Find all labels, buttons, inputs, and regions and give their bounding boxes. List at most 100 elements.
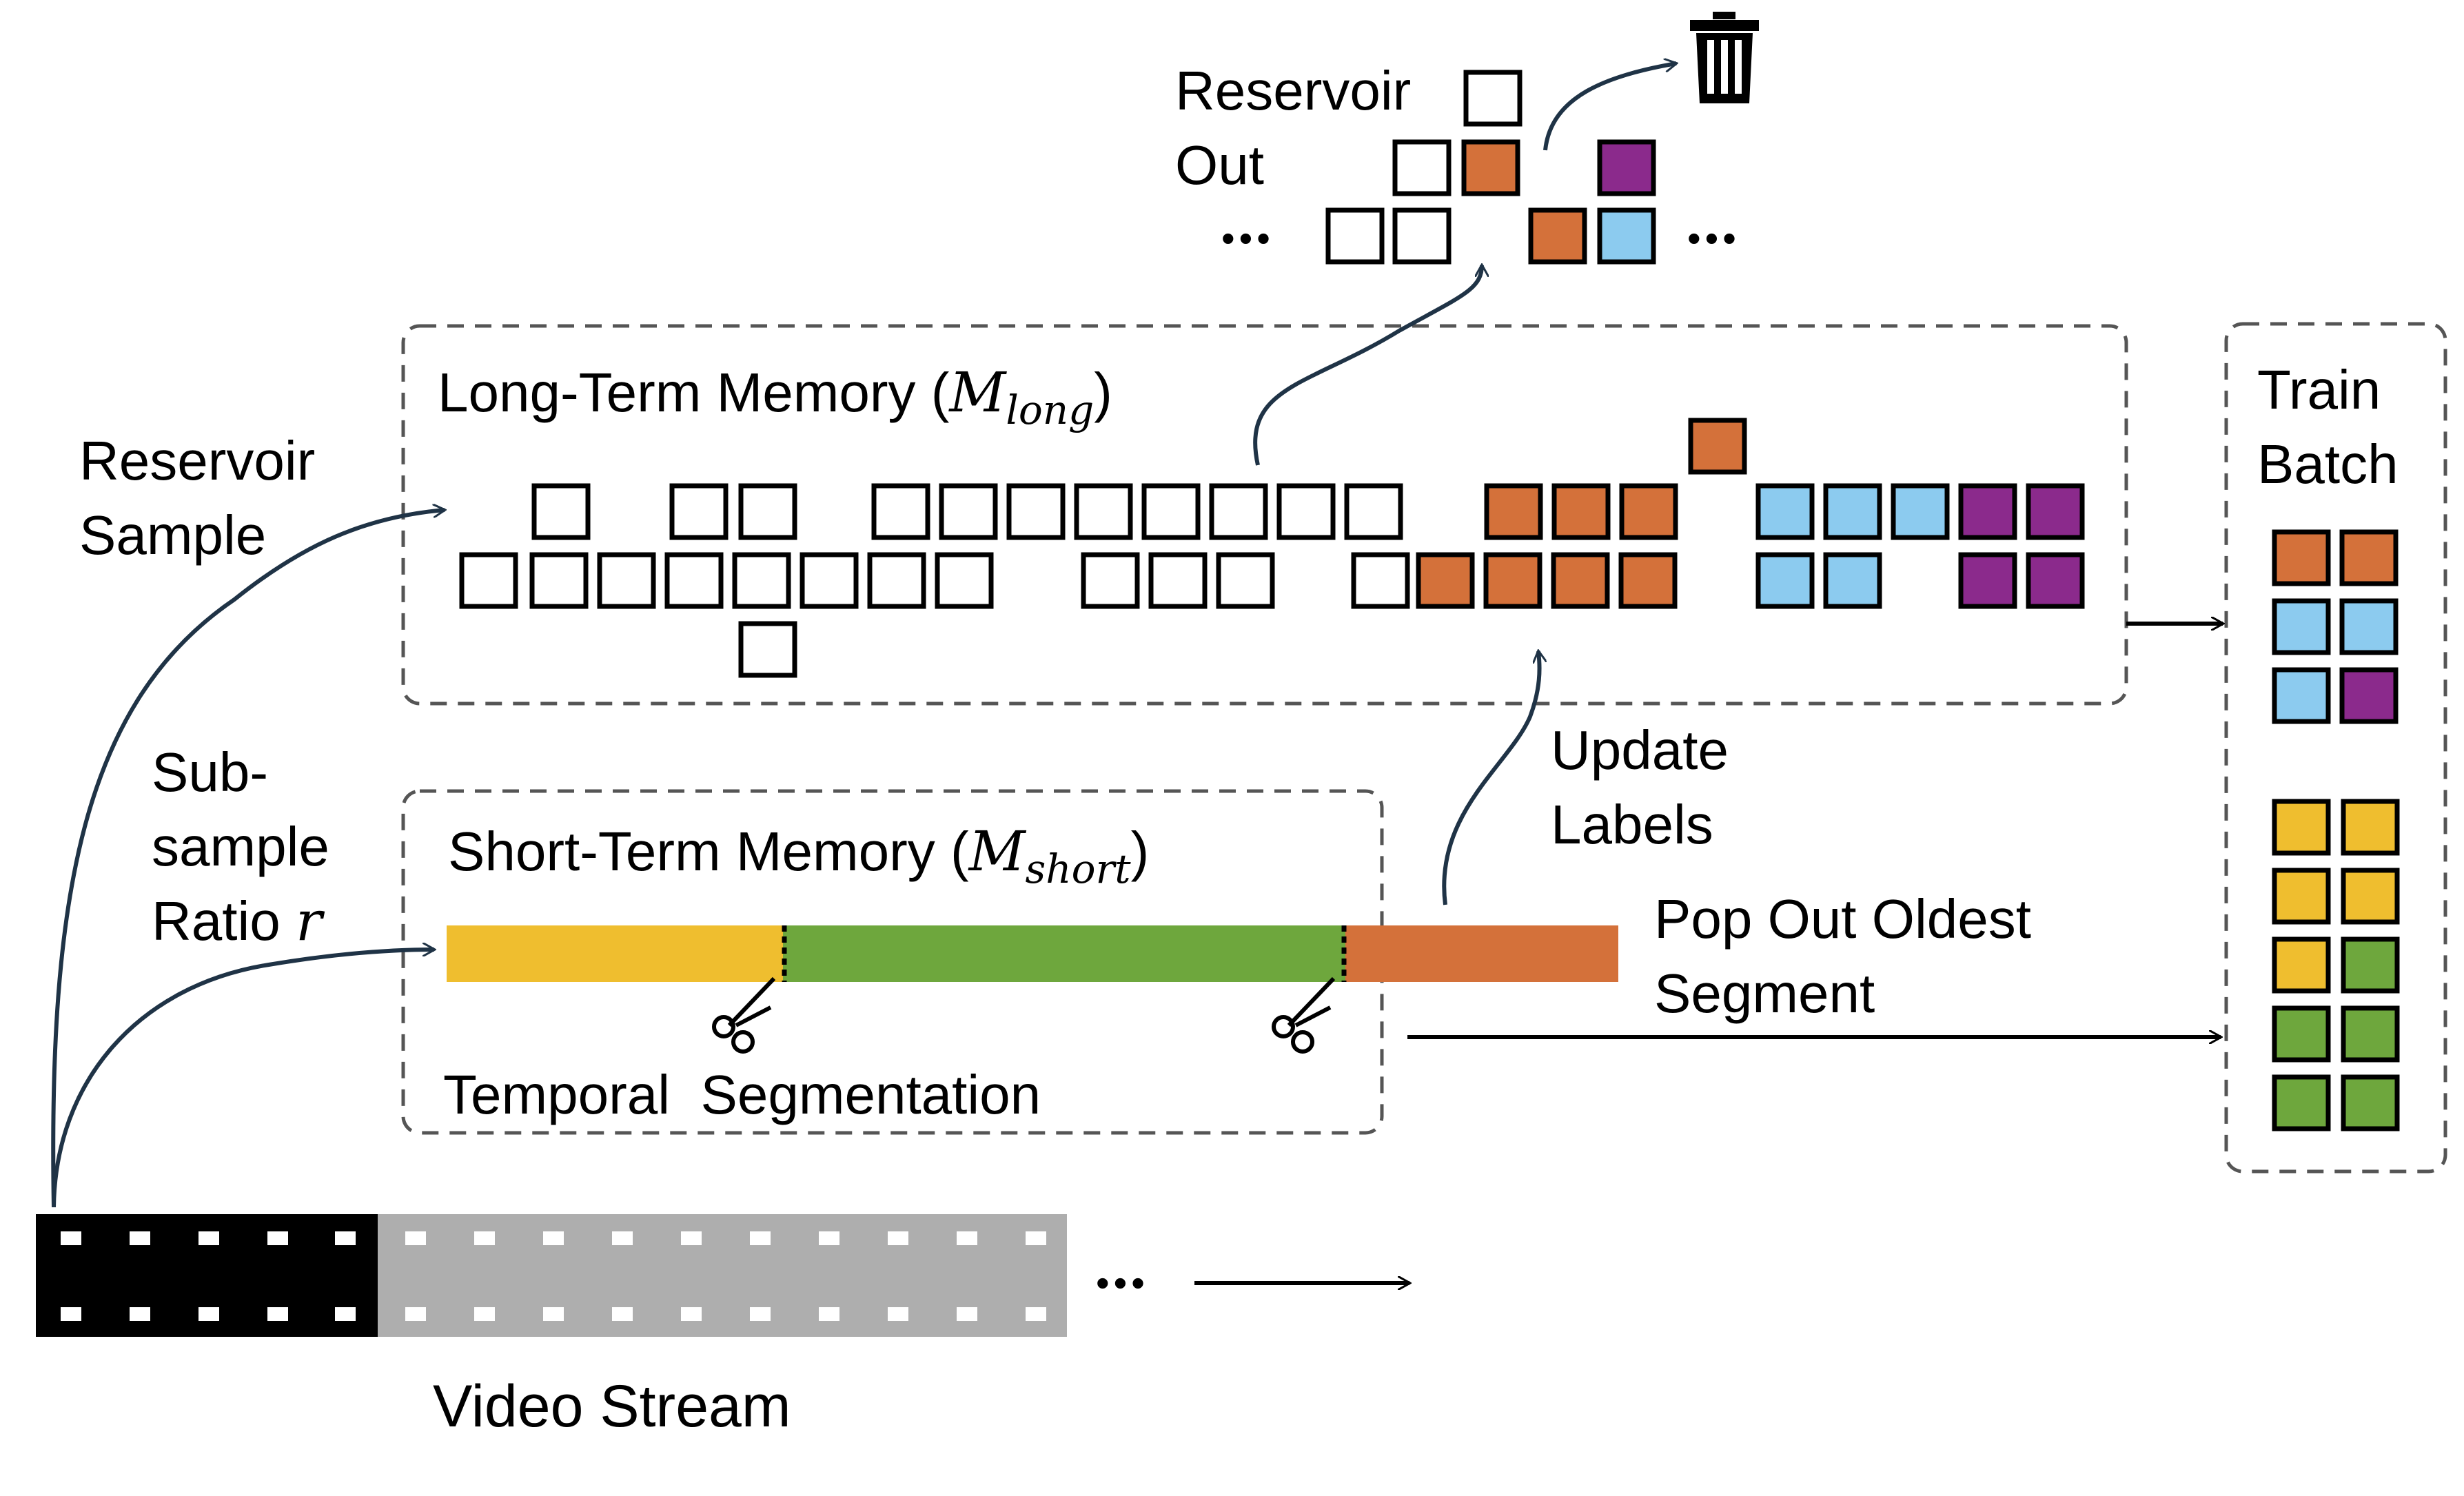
memory-sample <box>935 552 994 609</box>
short-term-segment-bar <box>447 925 1618 982</box>
update-labels-label: Update Labels <box>1551 713 1729 862</box>
reservoir-out-arrow <box>1253 265 1482 466</box>
memory-sample <box>1551 483 1611 540</box>
discarded-sample <box>1392 207 1452 265</box>
memory-sample <box>664 552 724 609</box>
reservoir-out-line2: Out <box>1175 134 1264 196</box>
memory-sample <box>800 552 859 609</box>
batch-sample <box>2341 1005 2400 1063</box>
subsample-line3: Ratio r <box>152 884 329 959</box>
film-holes <box>61 1231 1046 1321</box>
batch-sample <box>2341 868 2400 925</box>
memory-sample <box>1148 552 1208 609</box>
discarded-sample <box>1325 207 1385 265</box>
memory-sample <box>867 552 926 609</box>
video-ellipsis: ••• <box>1096 1261 1149 1304</box>
batch-sample <box>2339 667 2399 724</box>
memory-sample <box>2026 552 2085 609</box>
memory-sample <box>1074 483 1133 540</box>
memory-sample <box>669 483 729 540</box>
memory-sample <box>732 552 791 609</box>
discarded-sample <box>1392 139 1452 196</box>
memory-sample <box>597 552 656 609</box>
update-labels-line2: Labels <box>1551 794 1713 855</box>
memory-sample <box>1619 483 1678 540</box>
discarded-sample <box>1597 207 1656 265</box>
batch-sample <box>2272 667 2331 724</box>
short-term-memory-box <box>401 789 1384 1135</box>
ellipsis-left: ••• <box>1221 216 1274 260</box>
trash-arrow <box>1543 63 1676 151</box>
reservoir-sample-line1: Reservoir <box>79 430 316 491</box>
reservoir-out-squares <box>1325 70 1656 265</box>
memory-sample <box>1958 552 2017 609</box>
train-batch-box <box>2224 322 2447 1174</box>
memory-sample <box>738 483 797 540</box>
memory-sample <box>1216 552 1275 609</box>
video-stream-label: Video Stream <box>433 1373 791 1439</box>
memory-sample <box>1276 483 1336 540</box>
trash-icon <box>1690 12 1759 103</box>
memory-sample <box>459 552 518 609</box>
short-term-close: ) <box>1130 821 1150 882</box>
batch-sample <box>2272 1074 2331 1131</box>
memory-sample <box>529 552 589 609</box>
memory-sample <box>1688 418 1747 475</box>
reservoir-out-line1: Reservoir <box>1175 60 1412 121</box>
long-term-title-text: Long-Term Memory ( <box>438 362 950 423</box>
memory-sample <box>1891 483 1950 540</box>
pop-out-line2: Segment <box>1654 963 1875 1024</box>
discarded-sample <box>1528 207 1587 265</box>
memory-sample <box>1958 483 2017 540</box>
temporal-segmentation-label: Temporal Segmentation <box>443 1064 1041 1125</box>
batch-sample <box>2341 1074 2400 1131</box>
memory-sample <box>2026 483 2085 540</box>
subsample-var: r <box>296 889 323 953</box>
short-term-symbol: M <box>968 819 1026 883</box>
segment-orange <box>1345 925 1618 982</box>
memory-sample <box>1006 483 1066 540</box>
subsample-line1: Sub- <box>152 741 268 803</box>
short-term-subscript: short <box>1025 846 1131 892</box>
batch-sample <box>2341 936 2400 994</box>
batch-sample <box>2272 1005 2331 1063</box>
subsample-ratio-text: Ratio <box>152 890 281 952</box>
subsample-line2: sample <box>152 816 329 877</box>
memory-sample <box>1351 552 1410 609</box>
memory-sample <box>1618 552 1678 609</box>
memory-sample <box>1755 483 1815 540</box>
batch-sample <box>2272 598 2331 655</box>
batch-sample <box>2341 799 2400 856</box>
segment-yellow <box>447 925 783 982</box>
segment-green <box>783 925 1345 982</box>
scissors-icon <box>712 976 776 1054</box>
reservoir-sample-arrow <box>51 510 445 1208</box>
long-term-close: ) <box>1094 362 1112 423</box>
batch-sample <box>2339 598 2399 655</box>
memory-sample <box>1483 552 1542 609</box>
scissors-icon <box>1272 976 1336 1054</box>
memory-sample <box>1344 483 1403 540</box>
memory-sample <box>738 621 797 678</box>
subsample-label: Sub- sample Ratio r <box>152 735 329 959</box>
memory-sample <box>1551 552 1610 609</box>
memory-sample <box>1823 483 1882 540</box>
update-labels-arrow <box>1442 651 1539 905</box>
memory-sample <box>1484 483 1543 540</box>
memory-sample <box>1416 552 1475 609</box>
short-term-title-text: Short-Term Memory ( <box>448 821 969 882</box>
short-term-memory-title: Short-Term Memory (Mshort) <box>448 814 1149 906</box>
ellipsis-right: ••• <box>1687 216 1740 260</box>
batch-sample <box>2272 868 2331 925</box>
memory-sample <box>531 483 591 540</box>
batch-sample <box>2272 936 2331 994</box>
long-term-symbol: M <box>949 360 1006 424</box>
update-labels-line1: Update <box>1551 719 1729 781</box>
pop-out-line1: Pop Out Oldest <box>1654 888 2031 950</box>
discarded-sample <box>1461 139 1520 196</box>
memory-sample <box>1081 552 1140 609</box>
long-term-memory-title: Long-Term Memory (Mlong) <box>438 356 1112 447</box>
memory-sample <box>1141 483 1201 540</box>
batch-sample <box>2272 529 2331 586</box>
